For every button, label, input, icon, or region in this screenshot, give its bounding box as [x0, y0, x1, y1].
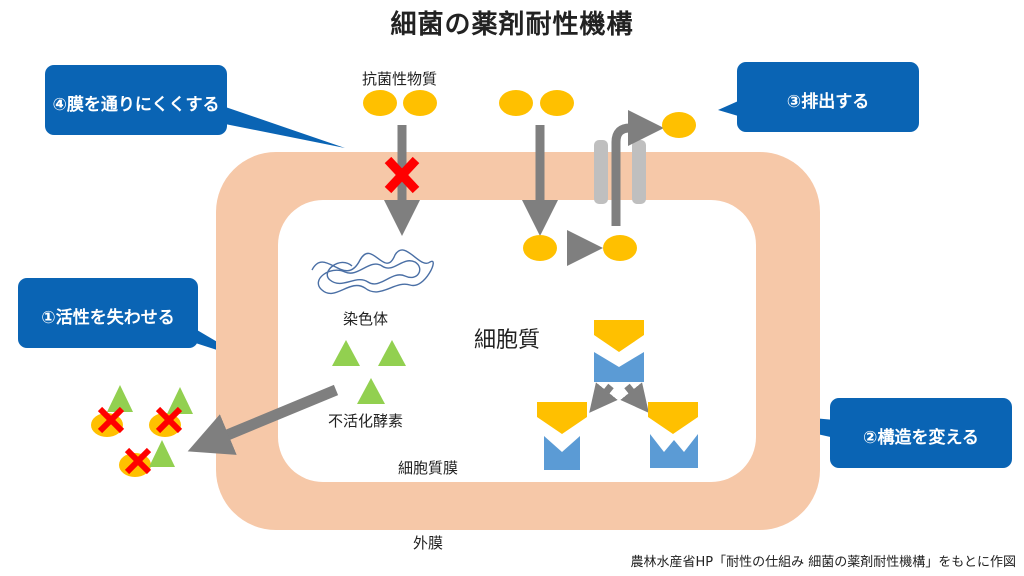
cytoplasm-label: 細胞質 — [474, 328, 541, 353]
target-structure — [594, 320, 644, 382]
altered-target-structure — [537, 402, 587, 470]
change-arrow — [589, 382, 618, 413]
callout-tail-membrane — [205, 100, 345, 148]
inactivation-arrow — [187, 384, 339, 455]
antibiotic-molecule — [540, 90, 574, 116]
chromosome-label: 染色体 — [343, 310, 389, 328]
callout-structure-text: ②構造を変える — [863, 428, 979, 448]
antibiotic-molecule — [662, 112, 696, 138]
source-credit: 農林水産省HP「耐性の仕組み 細菌の薬剤耐性機構」をもとに作図 — [630, 555, 1017, 570]
callout-membrane-text: ④膜を通りにくくする — [52, 95, 220, 115]
antibiotic-label: 抗菌性物質 — [362, 70, 438, 88]
altered-target-structure — [648, 402, 698, 468]
callout-box-membrane — [45, 65, 227, 135]
inactivating-enzyme-label: 不活化酵素 — [328, 412, 404, 430]
antibiotic-molecule — [403, 90, 437, 116]
callout-box-inactivate — [18, 278, 198, 348]
efflux-pump-icon — [594, 140, 646, 204]
cell-membrane-label: 細胞質膜 — [398, 459, 459, 477]
antibiotic-molecule — [603, 235, 637, 261]
efflux-arrow — [611, 110, 664, 226]
callout-box-efflux — [737, 62, 919, 132]
antibiotic-molecule — [499, 90, 533, 116]
callout-efflux-text: ③排出する — [786, 92, 870, 112]
antibiotic-molecule — [523, 235, 557, 261]
enzyme-triangle — [332, 340, 360, 366]
enzyme-triangle — [378, 340, 406, 366]
inactivated-antibiotic — [119, 440, 175, 477]
block-cross-icon — [384, 156, 420, 194]
antibiotic-molecule — [363, 90, 397, 116]
change-arrow — [620, 382, 649, 413]
chromosome-icon — [311, 249, 434, 295]
callout-box-structure — [830, 398, 1012, 468]
inactivated-antibiotic — [149, 387, 193, 437]
diagram-title: 細菌の薬剤耐性機構 — [390, 10, 634, 40]
inactivated-antibiotic — [91, 385, 133, 437]
outer-membrane-label: 外膜 — [413, 534, 444, 552]
enzyme-triangle — [357, 378, 385, 404]
callout-inactivate-text: ①活性を失わせる — [41, 308, 175, 328]
